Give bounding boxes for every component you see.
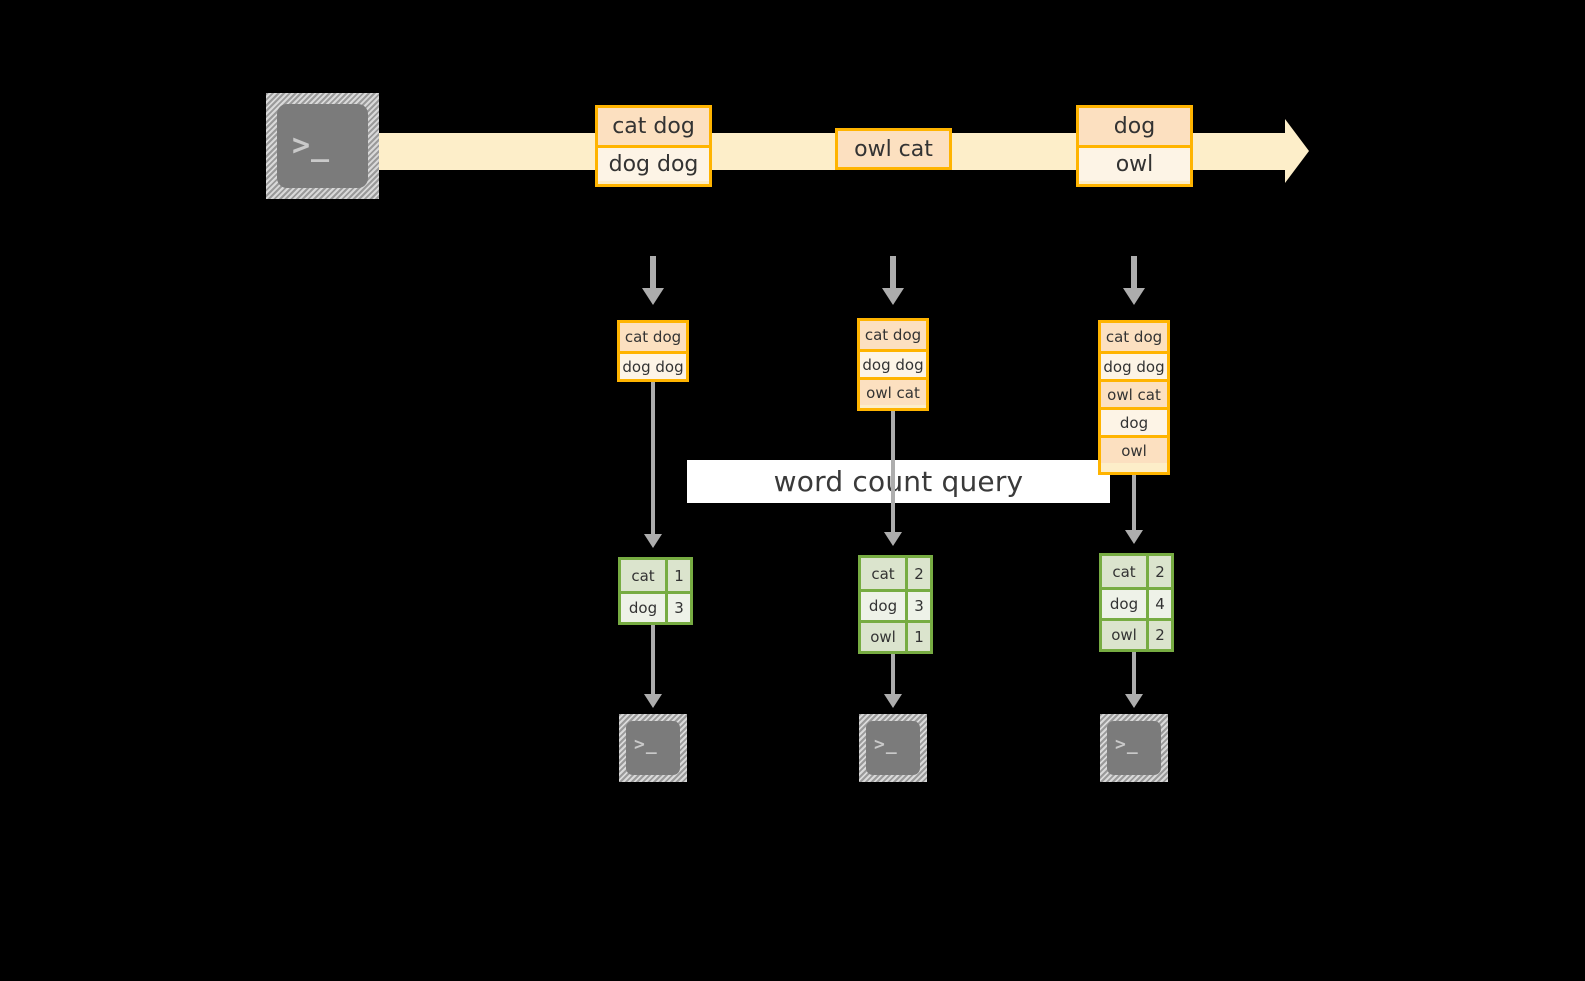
terminal-prompt-glyph: >_ bbox=[1115, 734, 1139, 755]
terminal-body bbox=[626, 721, 680, 775]
snapshot-2-query-arrow-shaft bbox=[891, 411, 895, 535]
snapshot-1-result-value-2: 3 bbox=[665, 594, 690, 622]
snapshot-2-input-arrow-shaft bbox=[890, 256, 896, 290]
snapshot-1-input-arrow-head bbox=[642, 288, 664, 305]
snapshot-3-sink-arrow-shaft bbox=[1132, 652, 1136, 697]
snapshot-3-input-arrow-head bbox=[1123, 288, 1145, 305]
snapshot-3-sink-terminal-icon[interactable]: >_ bbox=[1100, 714, 1168, 782]
query-label-band: word count query bbox=[687, 460, 1110, 503]
stream-event-1[interactable]: cat dog dog dog bbox=[595, 105, 712, 187]
snapshot-1-result-value-1: 1 bbox=[665, 560, 690, 591]
stream-event-1-line-1: cat dog bbox=[598, 108, 709, 145]
snapshot-2-result-value-2: 3 bbox=[905, 592, 930, 620]
snapshot-3-result-value-1: 2 bbox=[1146, 556, 1171, 587]
snapshot-1-sink-arrow-shaft bbox=[651, 625, 655, 697]
terminal-body bbox=[277, 104, 368, 188]
snapshot-2-input-row-2: dog dog bbox=[860, 349, 926, 377]
stream-event-3[interactable]: dog owl bbox=[1076, 105, 1193, 187]
stream-band-arrowhead bbox=[1285, 119, 1309, 183]
snapshot-3-result-key-1: cat bbox=[1102, 556, 1146, 587]
table-row: owl 1 bbox=[861, 620, 930, 651]
snapshot-1-input-row-1: cat dog bbox=[620, 323, 686, 351]
snapshot-2-input-table[interactable]: cat dog dog dog owl cat bbox=[857, 318, 929, 411]
snapshot-2-input-row-1: cat dog bbox=[860, 321, 926, 349]
terminal-body bbox=[866, 721, 920, 775]
source-terminal-icon[interactable]: >_ bbox=[266, 93, 379, 199]
snapshot-3-input-row-2: dog dog bbox=[1101, 351, 1167, 379]
stream-event-1-line-2: dog dog bbox=[598, 145, 709, 181]
snapshot-1-input-arrow-shaft bbox=[650, 256, 656, 290]
snapshot-3-result-table[interactable]: cat 2 dog 4 owl 2 bbox=[1099, 553, 1174, 652]
snapshot-3-input-row-5: owl bbox=[1101, 435, 1167, 463]
stream-event-2[interactable]: owl cat bbox=[835, 128, 952, 170]
table-row: cat 2 bbox=[1102, 556, 1171, 587]
table-row: owl 2 bbox=[1102, 618, 1171, 649]
snapshot-3-query-arrow-head bbox=[1125, 530, 1143, 544]
snapshot-3-input-row-4: dog bbox=[1101, 407, 1167, 435]
snapshot-2-query-arrow-head bbox=[884, 532, 902, 546]
snapshot-1-result-table[interactable]: cat 1 dog 3 bbox=[618, 557, 693, 625]
terminal-body bbox=[1107, 721, 1161, 775]
snapshot-3-result-value-2: 4 bbox=[1146, 590, 1171, 618]
table-row: dog 4 bbox=[1102, 587, 1171, 618]
snapshot-3-result-key-2: dog bbox=[1102, 590, 1146, 618]
table-row: dog 3 bbox=[861, 589, 930, 620]
snapshot-2-input-row-3: owl cat bbox=[860, 377, 926, 405]
snapshot-2-sink-arrow-head bbox=[884, 694, 902, 708]
table-row: cat 2 bbox=[861, 558, 930, 589]
snapshot-3-input-row-3: owl cat bbox=[1101, 379, 1167, 407]
snapshot-2-result-key-1: cat bbox=[861, 558, 905, 589]
snapshot-2-result-value-1: 2 bbox=[905, 558, 930, 589]
snapshot-2-result-table[interactable]: cat 2 dog 3 owl 1 bbox=[858, 555, 933, 654]
stream-event-2-line-1: owl cat bbox=[838, 131, 949, 167]
table-row: cat 1 bbox=[621, 560, 690, 591]
snapshot-2-result-key-2: dog bbox=[861, 592, 905, 620]
query-label: word count query bbox=[773, 465, 1024, 498]
stream-event-3-line-1: dog bbox=[1079, 108, 1190, 145]
snapshot-2-result-key-3: owl bbox=[861, 623, 905, 651]
snapshot-2-sink-terminal-icon[interactable]: >_ bbox=[859, 714, 927, 782]
snapshot-2-sink-arrow-shaft bbox=[891, 654, 895, 697]
terminal-prompt-glyph: >_ bbox=[292, 128, 331, 163]
snapshot-3-result-value-3: 2 bbox=[1146, 621, 1171, 649]
snapshot-1-input-row-2: dog dog bbox=[620, 351, 686, 379]
snapshot-2-result-value-3: 1 bbox=[905, 623, 930, 651]
snapshot-3-input-row-1: cat dog bbox=[1101, 323, 1167, 351]
snapshot-3-input-table[interactable]: cat dog dog dog owl cat dog owl bbox=[1098, 320, 1170, 475]
snapshot-3-sink-arrow-head bbox=[1125, 694, 1143, 708]
snapshot-1-query-arrow-head bbox=[644, 534, 662, 548]
stream-event-3-line-2: owl bbox=[1079, 145, 1190, 181]
snapshot-1-query-arrow-shaft bbox=[651, 382, 655, 537]
snapshot-1-result-key-1: cat bbox=[621, 560, 665, 591]
terminal-prompt-glyph: >_ bbox=[874, 734, 898, 755]
terminal-prompt-glyph: >_ bbox=[634, 734, 658, 755]
table-row: dog 3 bbox=[621, 591, 690, 622]
snapshot-3-input-arrow-shaft bbox=[1131, 256, 1137, 290]
snapshot-3-result-key-3: owl bbox=[1102, 621, 1146, 649]
snapshot-1-result-key-2: dog bbox=[621, 594, 665, 622]
snapshot-1-sink-arrow-head bbox=[644, 694, 662, 708]
snapshot-1-input-table[interactable]: cat dog dog dog bbox=[617, 320, 689, 382]
snapshot-2-input-arrow-head bbox=[882, 288, 904, 305]
snapshot-3-query-arrow-shaft bbox=[1132, 475, 1136, 533]
snapshot-1-sink-terminal-icon[interactable]: >_ bbox=[619, 714, 687, 782]
